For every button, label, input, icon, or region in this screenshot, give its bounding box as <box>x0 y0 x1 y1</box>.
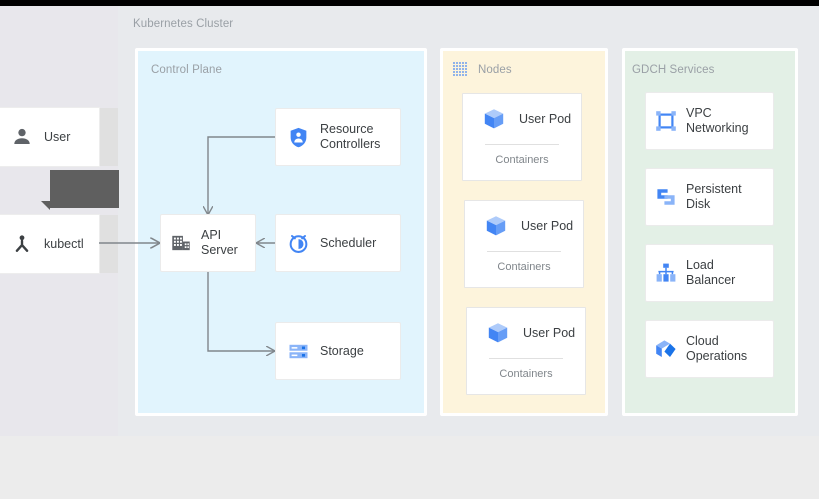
top-black-bar <box>0 0 819 6</box>
client-card-kubectl-label: kubectl <box>44 236 84 251</box>
pod-card-label: User Pod <box>519 112 572 126</box>
client-card-user[interactable]: User <box>0 108 99 166</box>
client-card-kubectl[interactable]: kubectl <box>0 215 99 273</box>
card-scheduler[interactable]: Scheduler <box>276 215 400 271</box>
pod-card-sublabel: Containers <box>495 154 549 166</box>
card-vpc-networking-label: VPC Networking <box>686 106 749 135</box>
pod-card-divider <box>485 144 559 145</box>
kubectl-icon <box>0 233 44 255</box>
load-balancer-icon <box>646 261 686 285</box>
card-scheduler-label: Scheduler <box>320 235 377 250</box>
clock-icon <box>276 232 320 255</box>
dotted-grid-icon <box>452 61 468 77</box>
card-persistent-disk[interactable]: Persistent Disk <box>646 169 773 225</box>
pod-card-sublabel: Containers <box>499 368 553 380</box>
server-rack-icon <box>276 340 320 363</box>
card-load-balancer[interactable]: Load Balancer <box>646 245 773 301</box>
user-icon <box>0 126 44 148</box>
cursor-tooltip-tail-icon <box>41 201 50 210</box>
cluster-title: Kubernetes Cluster <box>133 18 234 30</box>
cursor-tooltip <box>50 170 119 208</box>
panel-nodes-title: Nodes <box>478 64 512 76</box>
pod-card-label: User Pod <box>523 326 576 340</box>
pod-card-sublabel: Containers <box>497 261 551 273</box>
card-persistent-disk-label: Persistent Disk <box>686 182 742 211</box>
pod-card[interactable]: User Pod Containers <box>462 93 582 181</box>
pod-card-divider <box>489 358 563 359</box>
card-vpc-networking[interactable]: VPC Networking <box>646 93 773 149</box>
client-card-user-label: User <box>44 129 71 144</box>
vpc-networking-icon <box>646 109 686 133</box>
cube-icon <box>485 320 511 346</box>
panel-gdch-title: GDCH Services <box>632 64 715 76</box>
card-api-server[interactable]: API Server <box>161 215 255 271</box>
card-api-server-label: API Server <box>201 228 238 257</box>
card-cloud-operations-label: Cloud Operations <box>686 334 748 363</box>
cube-icon <box>481 106 507 132</box>
card-storage-label: Storage <box>320 343 364 358</box>
pod-card-label: User Pod <box>521 219 574 233</box>
card-load-balancer-label: Load Balancer <box>686 258 736 287</box>
persistent-disk-icon <box>646 185 686 209</box>
cloud-operations-icon <box>646 336 686 362</box>
panel-control-plane-title: Control Plane <box>151 64 222 76</box>
card-cloud-operations[interactable]: Cloud Operations <box>646 321 773 377</box>
user-card-shadow <box>99 108 118 166</box>
building-icon <box>161 232 201 254</box>
kubectl-card-shadow <box>99 215 118 273</box>
cube-icon <box>483 213 509 239</box>
pod-card-divider <box>487 251 561 252</box>
card-storage[interactable]: Storage <box>276 323 400 379</box>
pod-card[interactable]: User Pod Containers <box>466 307 586 395</box>
card-resource-controllers[interactable]: Resource Controllers <box>276 109 400 165</box>
pod-card[interactable]: User Pod Containers <box>464 200 584 288</box>
card-resource-controllers-label: Resource Controllers <box>320 122 381 151</box>
shield-person-icon <box>276 126 320 149</box>
